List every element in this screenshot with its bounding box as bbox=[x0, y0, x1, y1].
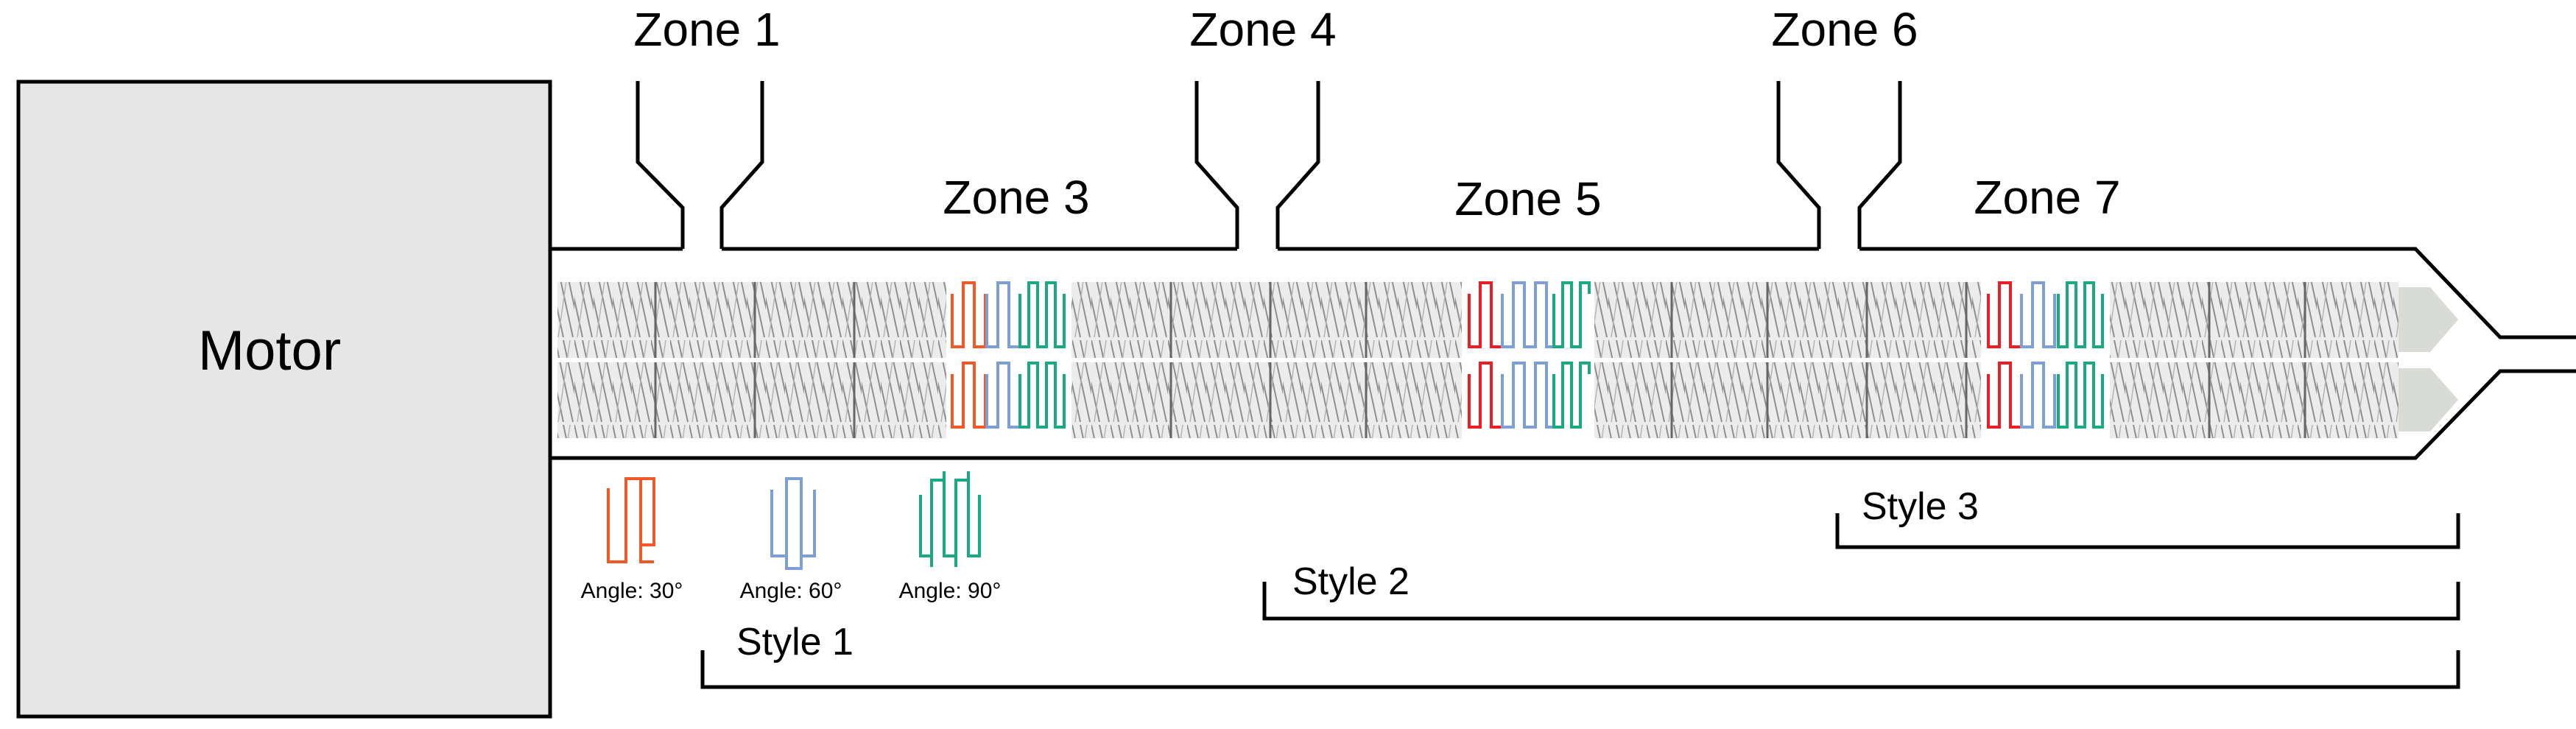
feed-port-zone-1 bbox=[636, 81, 764, 249]
zone-1-label: Zone 1 bbox=[633, 3, 780, 56]
kneading-block-zone-3-bottom bbox=[946, 362, 1071, 438]
style-3-bracket bbox=[1835, 513, 2460, 549]
kneading-block-zone-7-top bbox=[1981, 281, 2110, 358]
legend-angle-90-label: Angle: 90° bbox=[899, 579, 1002, 603]
style-1-label: Style 1 bbox=[736, 621, 854, 663]
barrel-outline bbox=[550, 247, 2576, 460]
kneading-block-zone-3-top bbox=[946, 281, 1071, 358]
style-2-label: Style 2 bbox=[1292, 560, 1410, 603]
kneading-block-zone-5-top bbox=[1462, 281, 1594, 358]
legend-angle-90-icon bbox=[919, 471, 981, 567]
zone-3-label: Zone 3 bbox=[943, 171, 1089, 224]
zone-4-label: Zone 4 bbox=[1189, 3, 1336, 56]
legend-angle-30-icon bbox=[607, 477, 655, 563]
style-3-label: Style 3 bbox=[1862, 485, 1979, 528]
style-1-bracket bbox=[700, 650, 2460, 689]
legend-angle-60-label: Angle: 60° bbox=[740, 579, 842, 603]
legend-angle-30-label: Angle: 30° bbox=[581, 579, 683, 603]
zone-6-label: Zone 6 bbox=[1771, 3, 1918, 56]
feed-port-zone-4 bbox=[1194, 81, 1320, 249]
style-2-bracket bbox=[1262, 582, 2460, 621]
feed-port-zone-6 bbox=[1776, 81, 1902, 249]
kneading-block-zone-5-bottom bbox=[1462, 362, 1594, 438]
zone-5-label: Zone 5 bbox=[1454, 172, 1601, 225]
motor-label: Motor bbox=[198, 320, 341, 382]
legend-angle-60-icon bbox=[770, 477, 816, 570]
kneading-block-zone-7-bottom bbox=[1981, 362, 2110, 438]
zone-7-label: Zone 7 bbox=[1974, 171, 2120, 224]
motor-box bbox=[16, 80, 552, 719]
